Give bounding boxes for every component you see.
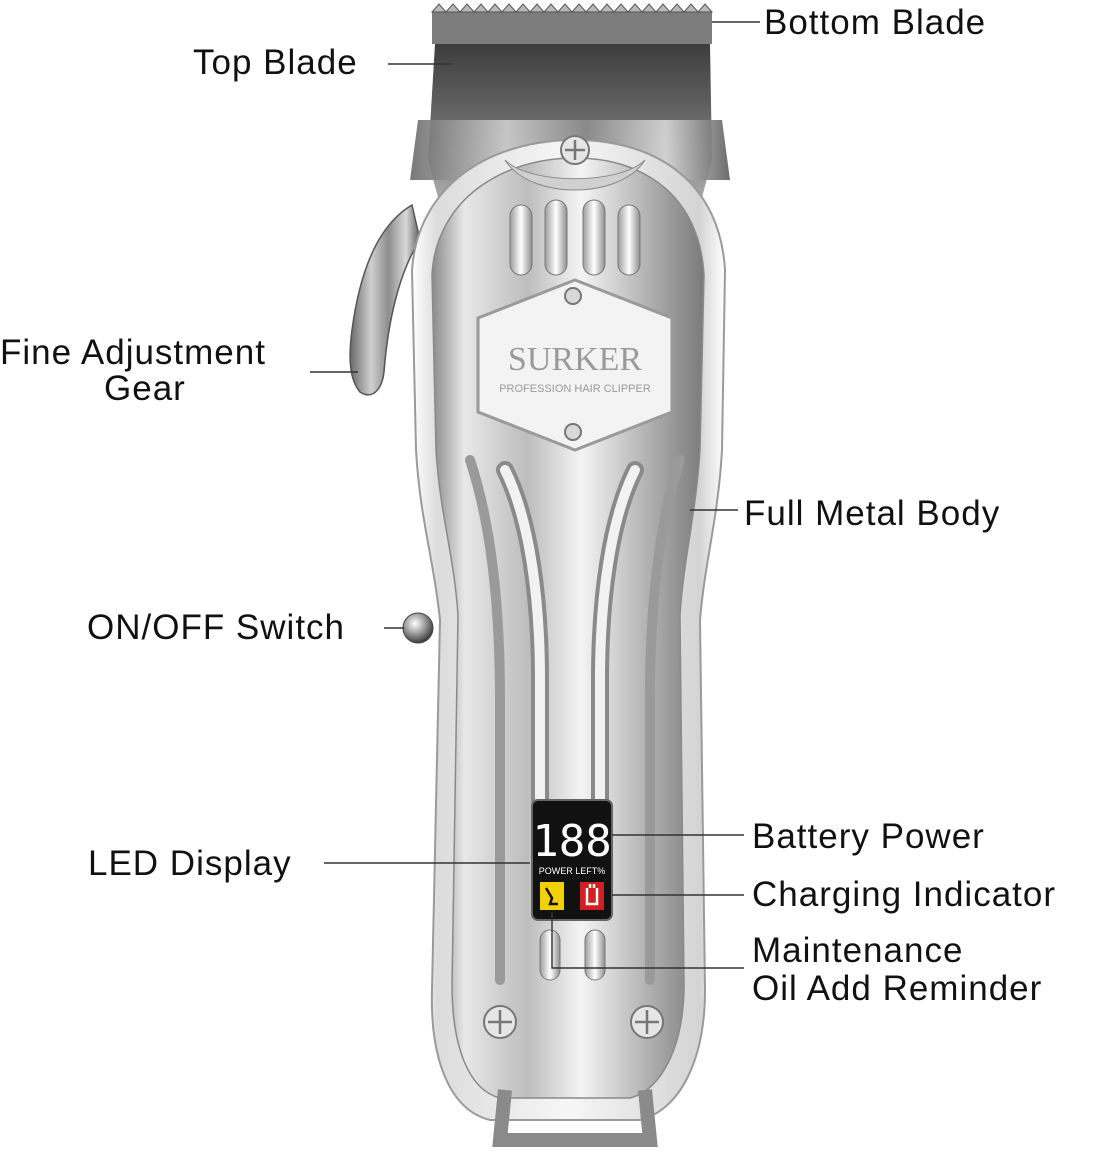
label-bottom-blade: Bottom Blade: [764, 3, 987, 42]
label-charging-indicator: Charging Indicator: [752, 875, 1056, 914]
body-grooves: [465, 455, 685, 985]
led-display-panel: 188 POWER LEFT%: [531, 799, 613, 921]
leader-maintenance: [551, 912, 744, 969]
label-led-display: LED Display: [88, 844, 292, 883]
power-left-caption: POWER LEFT%: [539, 866, 606, 876]
label-on-off-switch: ON/OFF Switch: [87, 608, 346, 647]
label-maintenance-line2: Oil Add Reminder: [752, 969, 1043, 1008]
fine-adjustment-gear: [349, 203, 421, 396]
body-crest: [504, 159, 646, 191]
charging-indicator-icon: [580, 882, 604, 910]
label-fine-adjustment-line1: Fine Adjustment: [0, 333, 266, 372]
battery-power-digits: 188: [532, 816, 611, 867]
label-top-blade: Top Blade: [193, 43, 358, 82]
label-maintenance-line1: Maintenance: [752, 931, 964, 970]
hanging-loop: [492, 1089, 658, 1147]
label-full-metal-body: Full Metal Body: [744, 494, 1001, 533]
label-fine-adjustment-line2: Gear: [104, 369, 186, 408]
screws: [483, 135, 664, 1039]
brand-tagline: PROFESSION HAIR CLIPPER: [499, 383, 651, 395]
on-off-switch: [402, 612, 434, 644]
brand-logo: SURKER: [508, 341, 642, 378]
logo-badge: [476, 278, 674, 452]
bottom-blade-teeth: [430, 3, 714, 13]
label-battery-power: Battery Power: [752, 817, 985, 856]
bottom-blade: [432, 12, 712, 44]
leader-lines: [310, 21, 760, 969]
upper-vents: [509, 199, 641, 276]
